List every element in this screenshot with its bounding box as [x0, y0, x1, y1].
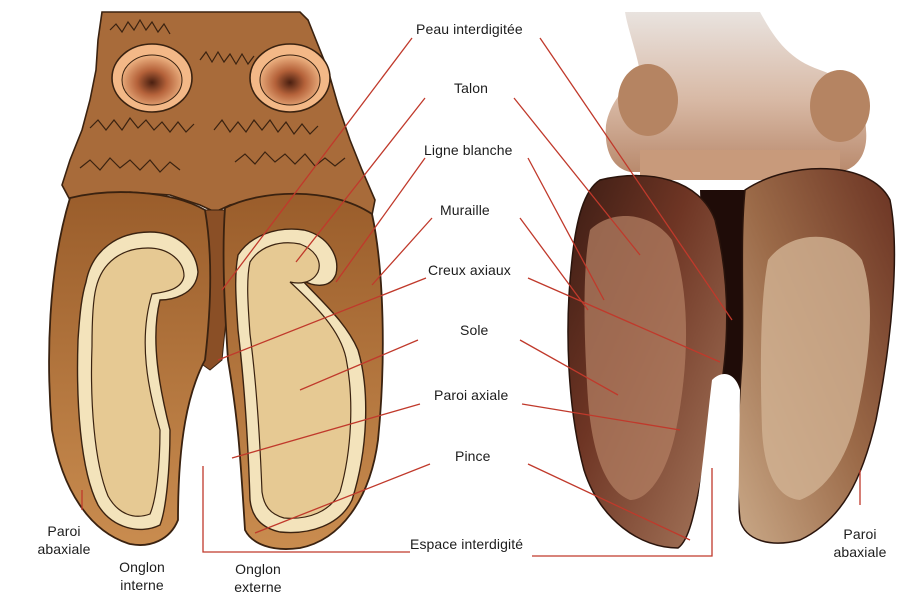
- label-creux-axiaux: Creux axiaux: [428, 262, 511, 279]
- dewclaw-right-core: [260, 55, 320, 105]
- label-sole: Sole: [460, 322, 488, 339]
- label-muraille: Muraille: [440, 202, 490, 219]
- skin-region: [62, 12, 375, 215]
- label-ligne-blanche: Ligne blanche: [424, 142, 513, 159]
- label-onglon-interne-line2: interne: [112, 576, 172, 594]
- drawn-hoof: [49, 12, 383, 549]
- photo-hoof: [568, 12, 894, 548]
- label-peau-interdigitee: Peau interdigitée: [416, 21, 523, 38]
- label-onglon-externe-line1: Onglon: [226, 560, 290, 578]
- label-onglon-externe-line2: externe: [226, 578, 290, 596]
- label-onglon-interne: Onglon interne: [112, 558, 172, 594]
- label-onglon-interne-line1: Onglon: [112, 558, 172, 576]
- label-paroi-abaxiale-left-line1: Paroi: [34, 522, 94, 540]
- dewclaw-left-core: [122, 55, 182, 105]
- label-paroi-abaxiale-right-line2: abaxiale: [830, 543, 890, 561]
- label-paroi-abaxiale-right-line1: Paroi: [830, 525, 890, 543]
- label-espace-interdigite: Espace interdigité: [410, 536, 523, 553]
- label-paroi-abaxiale-left-line2: abaxiale: [34, 540, 94, 558]
- photo-dewclaw-right: [810, 70, 870, 142]
- label-talon: Talon: [454, 80, 488, 97]
- label-paroi-abaxiale-left: Paroi abaxiale: [34, 522, 94, 558]
- label-onglon-externe: Onglon externe: [226, 560, 290, 596]
- label-pince: Pince: [455, 448, 491, 465]
- label-paroi-abaxiale-right: Paroi abaxiale: [830, 525, 890, 561]
- photo-dewclaw-left: [618, 64, 678, 136]
- leader-muraille-left: [372, 218, 432, 285]
- label-paroi-axiale: Paroi axiale: [434, 387, 508, 404]
